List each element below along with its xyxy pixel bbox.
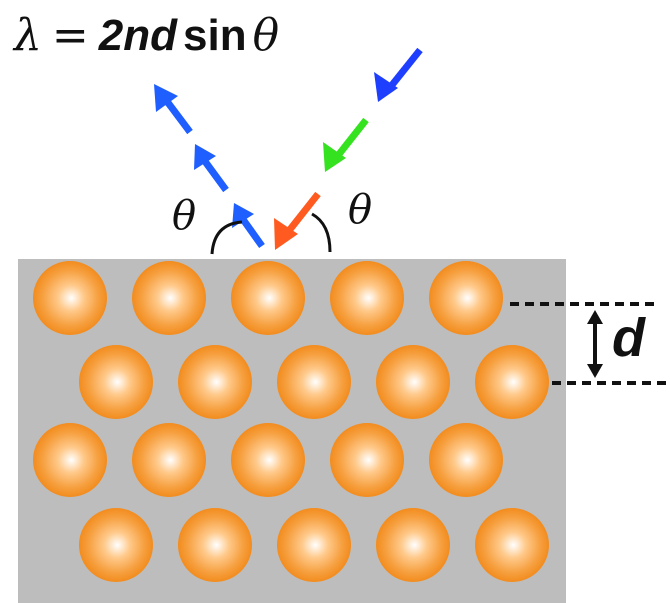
atom-lattice	[33, 261, 549, 582]
reflected-arrow-1	[239, 215, 265, 249]
reflected-arrow-2	[201, 157, 229, 193]
incident-beam	[274, 47, 423, 250]
atom-sphere	[231, 423, 305, 497]
sin-term: sin	[183, 11, 247, 60]
incident-angle-arc	[311, 212, 332, 253]
atom-sphere	[132, 423, 206, 497]
incident-arrowhead-blue	[374, 72, 398, 102]
atom-sphere	[178, 508, 252, 582]
atom-sphere	[429, 423, 503, 497]
atom-sphere	[277, 508, 351, 582]
two-nd-term: 2nd	[98, 11, 177, 60]
incident-arrow-blue	[385, 47, 423, 93]
reflected-beam	[154, 84, 265, 249]
spacing-label: d	[612, 308, 645, 368]
atom-sphere	[376, 345, 450, 419]
incident-arrow-green	[333, 117, 369, 161]
atom-sphere	[475, 508, 549, 582]
atom-sphere	[330, 261, 404, 335]
atom-sphere	[33, 261, 107, 335]
atom-sphere	[132, 261, 206, 335]
reflected-angle-arc	[210, 220, 243, 255]
atom-sphere	[475, 345, 549, 419]
atom-sphere	[330, 423, 404, 497]
reflected-arrow-3	[163, 97, 193, 135]
reflected-arrowhead-2	[194, 144, 216, 170]
atom-sphere	[231, 261, 305, 335]
atom-sphere	[33, 423, 107, 497]
incident-arrowhead-orange	[274, 218, 298, 250]
equals-sign: =	[51, 10, 89, 61]
spacing-double-arrow	[587, 310, 603, 378]
lambda-symbol: λ	[14, 10, 42, 61]
atom-sphere	[376, 508, 450, 582]
reflected-angle-label: θ	[172, 193, 197, 239]
atom-sphere	[277, 345, 351, 419]
atom-sphere	[79, 345, 153, 419]
atom-sphere	[79, 508, 153, 582]
incident-angle-label: θ	[348, 187, 373, 233]
theta-symbol: θ	[252, 10, 280, 61]
incident-arrow-orange	[285, 191, 321, 235]
atom-sphere	[429, 261, 503, 335]
atom-sphere	[178, 345, 252, 419]
incident-arrowhead-green	[323, 142, 346, 172]
reflected-arrowhead-3	[154, 84, 178, 112]
